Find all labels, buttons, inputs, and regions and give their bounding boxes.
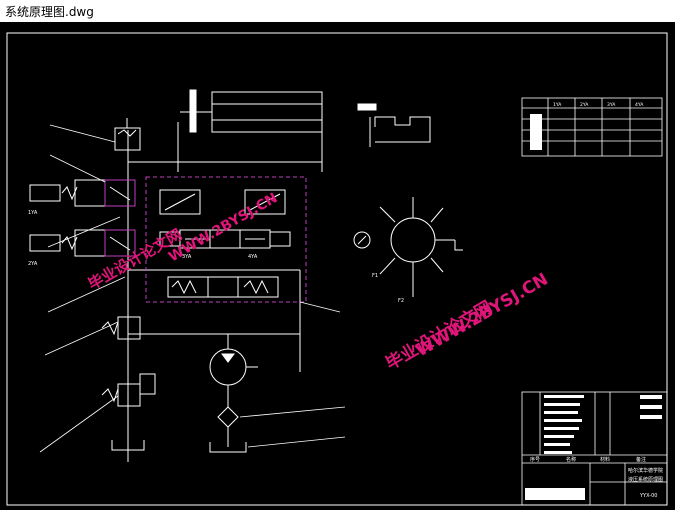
drawing-frame xyxy=(6,32,668,506)
tb-label-3: 材料 xyxy=(600,456,610,463)
tb-label-4: 备注 xyxy=(636,456,646,463)
cycle-diagram xyxy=(357,103,431,147)
watermark-brand-2: 毕业设计论文网 xyxy=(382,297,496,375)
relief-valve-top xyxy=(114,118,141,151)
tb-school: 哈尔滨华德学院 xyxy=(628,467,663,474)
tank-left xyxy=(111,440,145,451)
title-block xyxy=(521,391,668,506)
valve-3b-label: 4YA xyxy=(248,254,258,260)
directional-valve-1 xyxy=(29,179,136,207)
table-header-3: 3YA xyxy=(607,102,616,108)
pressure-valve-lower-2 xyxy=(101,373,156,407)
tb-drawing-name: 液压系统原理图 xyxy=(628,476,663,483)
lower-directional-valve xyxy=(167,276,279,298)
oil-filter xyxy=(217,385,239,447)
drawing-svg: 1YA 2YA 3YA 4YA xyxy=(6,32,668,506)
control-block-outline xyxy=(145,176,307,303)
main-circuit xyxy=(127,130,322,462)
title-block-rows xyxy=(525,395,662,500)
hydraulic-motor xyxy=(353,197,463,297)
cad-canvas[interactable]: 1YA 2YA 3YA 4YA xyxy=(0,22,675,510)
hydraulic-pump xyxy=(209,334,258,386)
motor-label-b: F2 xyxy=(398,298,404,304)
watermark-site-1: WWW.2BYSJ.CN xyxy=(166,190,280,265)
hydraulic-cylinder xyxy=(177,89,323,172)
table-row-labels xyxy=(530,114,542,150)
motor-label-a: F1 xyxy=(372,273,378,279)
table-header-4: 4YA xyxy=(635,102,644,108)
tb-label-2: 名称 xyxy=(566,456,576,463)
window-title-bar: 系统原理图.dwg xyxy=(0,0,675,23)
oil-tank xyxy=(209,442,247,453)
solenoid-valve-center xyxy=(159,229,291,249)
tb-code: YYX-00 xyxy=(639,493,657,499)
speed-control-valves xyxy=(159,189,286,215)
directional-valve-2 xyxy=(29,229,136,257)
table-header-2: 2YA xyxy=(580,102,589,108)
action-table xyxy=(521,97,663,157)
valve-2-label: 2YA xyxy=(28,261,38,267)
leader-lines xyxy=(39,124,346,453)
pressure-valve-lower-1 xyxy=(101,316,141,340)
window-title: 系统原理图.dwg xyxy=(5,5,94,19)
table-header-1: 1YA xyxy=(553,102,562,108)
valve-1-label: 1YA xyxy=(28,210,38,216)
valve-3a-label: 3YA xyxy=(182,254,192,260)
tb-label-1: 序号 xyxy=(530,456,540,463)
